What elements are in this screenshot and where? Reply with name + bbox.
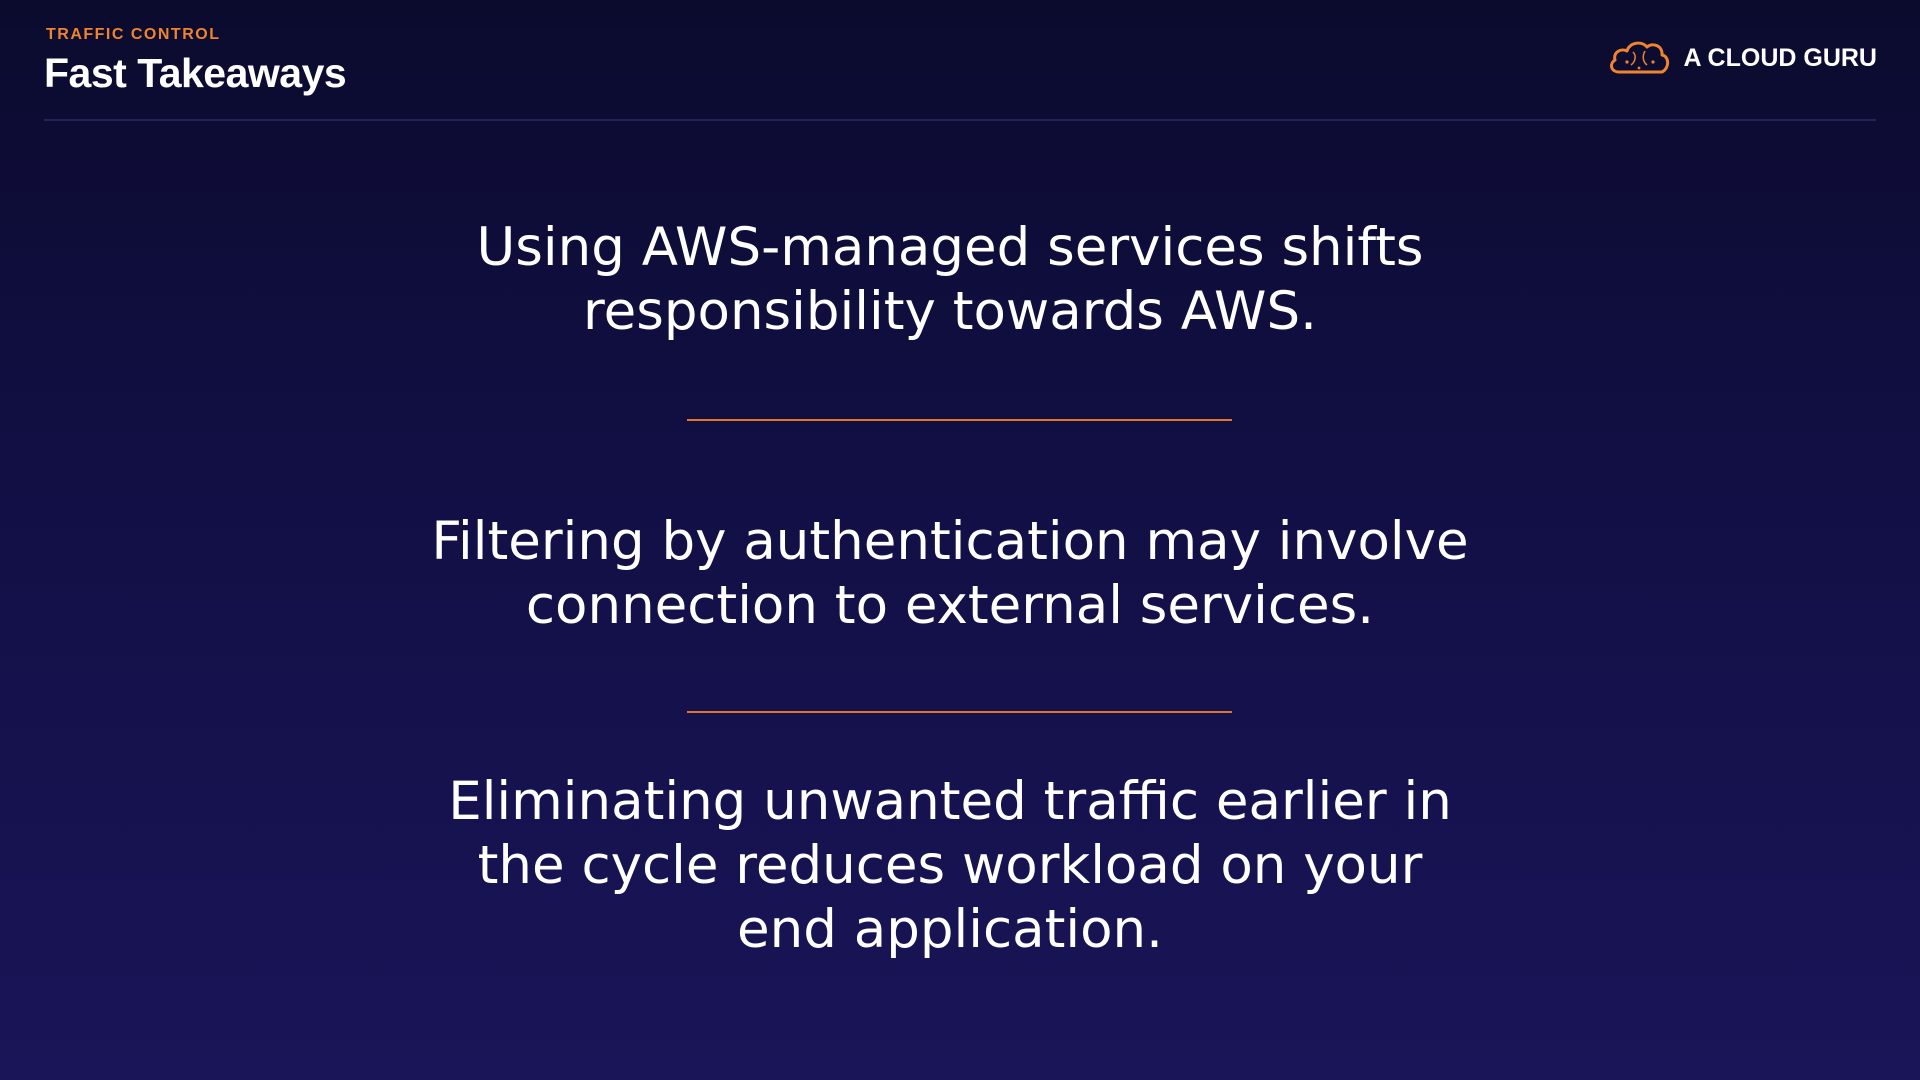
slide-title: Fast Takeaways (44, 50, 347, 96)
slide-header: TRAFFIC CONTROL Fast Takeaways (44, 26, 347, 97)
takeaway-divider-2 (687, 711, 1232, 713)
takeaway-1: Using AWS-managed services shifts respon… (476, 217, 1424, 342)
takeaway-divider-1 (687, 419, 1232, 421)
brand-name: A CLOUD GURU (1683, 43, 1877, 72)
brand-logo: A CLOUD GURU (1607, 38, 1877, 78)
section-kicker: TRAFFIC CONTROL (46, 26, 221, 43)
takeaway-3: Eliminating unwanted traffic earlier in … (448, 771, 1452, 960)
cloud-logo-icon (1607, 38, 1671, 78)
takeaway-2: Filtering by authentication may involve … (431, 511, 1469, 636)
header-divider (44, 119, 1876, 121)
